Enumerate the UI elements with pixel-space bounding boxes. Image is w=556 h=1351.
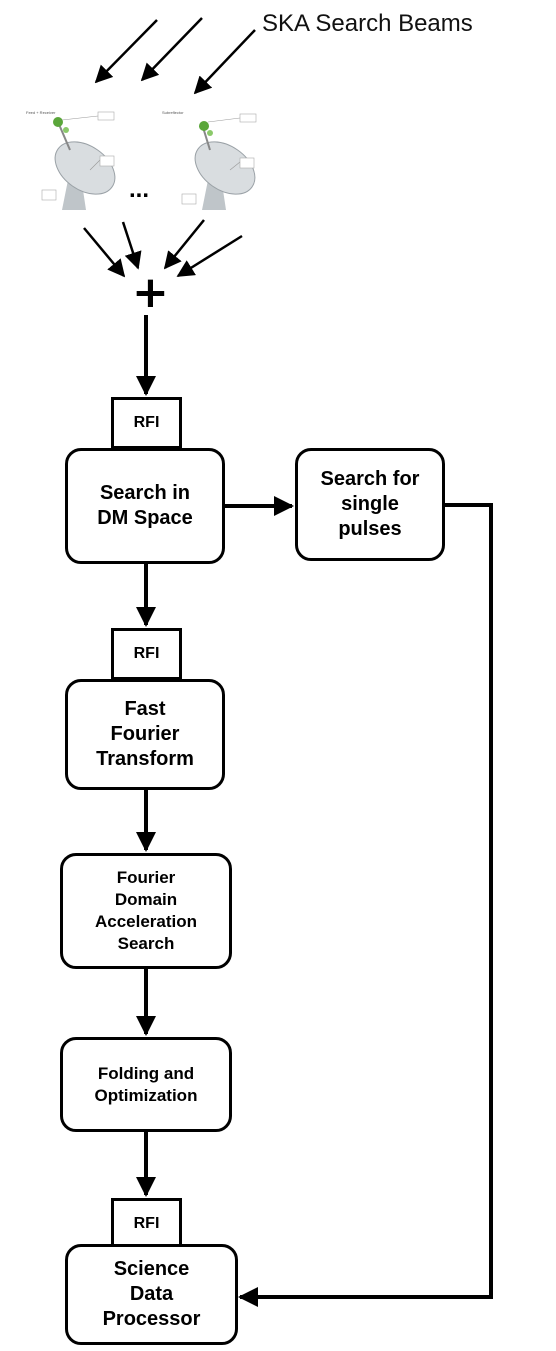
dm-search-label: Search in DM Space <box>97 482 193 529</box>
fft-label: Fast Fourier Transform <box>96 698 194 770</box>
dish-label: Subreflector <box>162 110 184 115</box>
dish-label: Feed + Receiver <box>26 110 56 115</box>
incoming-beam-arrows <box>94 17 256 95</box>
beam-arrow <box>94 19 158 84</box>
rfi-label: RFI <box>133 1215 160 1232</box>
flow-connectors <box>136 315 493 1307</box>
beam-arrow <box>140 17 203 82</box>
beam-arrow <box>193 29 256 95</box>
rfi-label: RFI <box>133 414 160 431</box>
dm-search-box: Search in DM Space <box>65 448 225 564</box>
acceleration-search-box: Fourier Domain Acceleration Search <box>60 853 232 969</box>
single-pulse-search-box: Search for single pulses <box>295 448 445 561</box>
single-pulse-search-label: Search for single pulses <box>320 468 420 540</box>
signal-arrow <box>163 219 205 270</box>
acceleration-search-label: Fourier Domain Acceleration Search <box>94 868 198 953</box>
arrow-single-pulses-to-science <box>238 503 493 1307</box>
signal-arrow <box>83 227 126 278</box>
rfi-label: RFI <box>133 645 160 662</box>
antenna-dish-icon: Subreflector <box>162 104 257 210</box>
science-processor-label: Science Data Processor <box>102 1258 201 1330</box>
signal-arrow <box>176 234 243 278</box>
signal-arrow <box>121 221 142 270</box>
combiner-input-arrows <box>83 219 243 278</box>
rfi-box: RFI <box>111 397 182 449</box>
folding-box: Folding and Optimization <box>60 1037 232 1132</box>
folding-label: Folding and Optimization <box>94 1063 198 1105</box>
antenna-dish-icon: Feed + Receiver <box>26 104 116 210</box>
diagram-title: SKA Search Beams <box>262 10 473 37</box>
science-processor-box: Science Data Processor <box>65 1244 238 1345</box>
plus-icon: + <box>132 267 169 318</box>
ellipsis-label: ... <box>129 176 150 203</box>
rfi-box: RFI <box>111 628 182 680</box>
fft-box: Fast Fourier Transform <box>65 679 225 790</box>
rfi-box: RFI <box>111 1198 182 1250</box>
